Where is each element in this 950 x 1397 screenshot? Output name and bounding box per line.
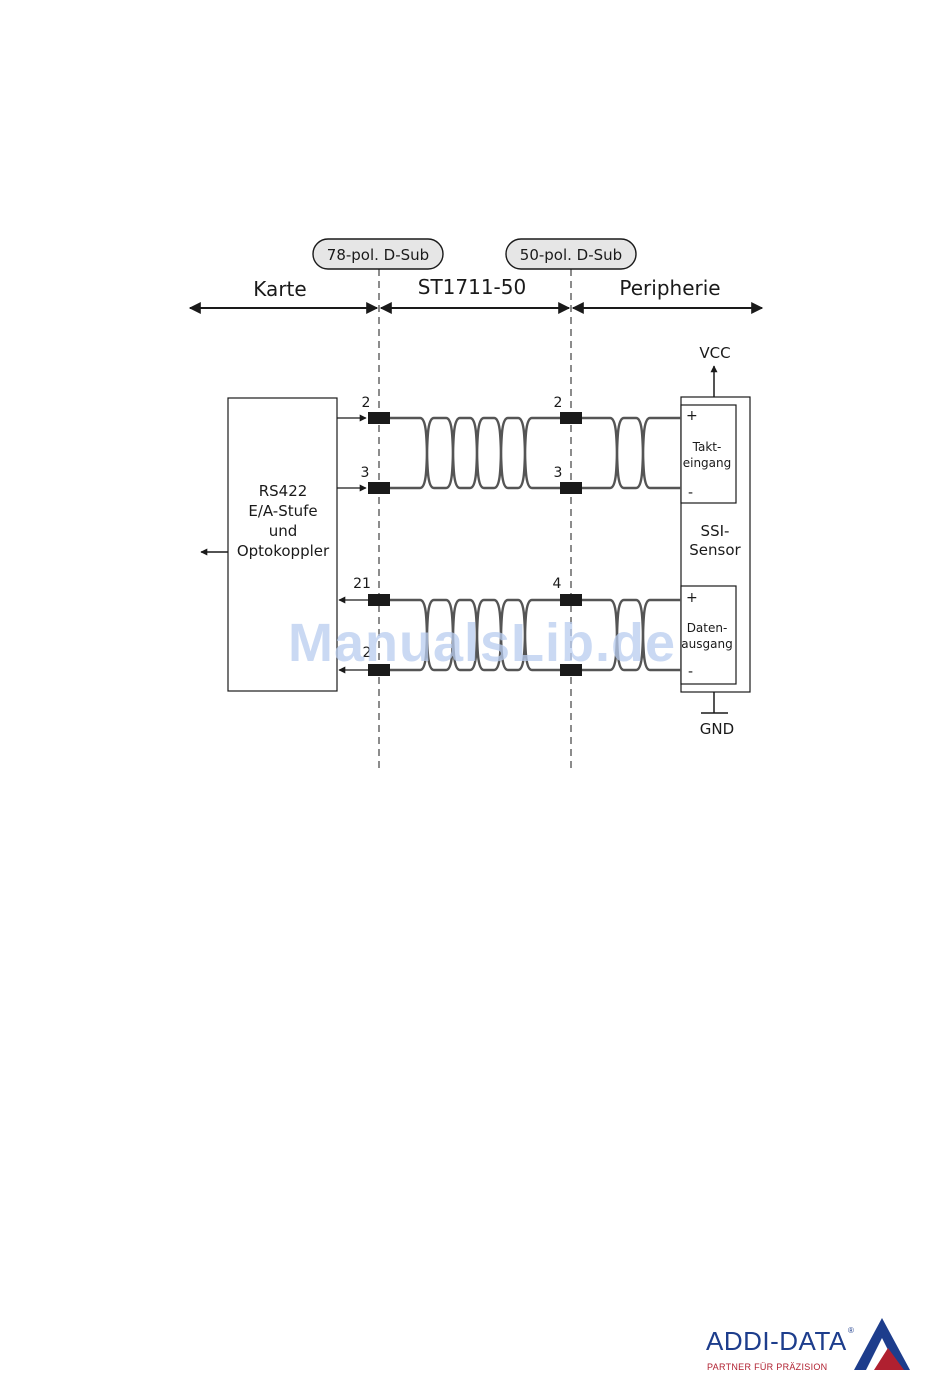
pin-block-right-1 (560, 412, 582, 424)
zone-label-periphery: Peripherie (619, 276, 720, 300)
zone-label-card: Karte (253, 277, 306, 301)
connector-right-label: 50-pol. D-Sub (520, 246, 622, 264)
logo-triangle-icon (852, 1318, 910, 1374)
pin-block-left-2 (368, 482, 390, 494)
sensor-label-line-1: SSI- (701, 522, 730, 540)
addi-data-logo[interactable]: ADDI-DATA ® PARTNER FÜR PRÄZISION (706, 1318, 916, 1378)
data-output-line-2: ausgang (681, 637, 732, 651)
clock-input-minus: - (688, 485, 693, 501)
logo-name: ADDI-DATA (706, 1326, 847, 1357)
gnd-label: GND (700, 720, 734, 738)
pin-block-left-1 (368, 412, 390, 424)
data-output-line-1: Daten- (687, 621, 728, 635)
pin-right-2: 3 (554, 465, 563, 481)
pin-block-right-3 (560, 594, 582, 606)
vcc-label: VCC (699, 344, 730, 362)
card-block-line-3: und (269, 522, 298, 540)
watermark: ManualsLib.de (288, 612, 676, 674)
pin-left-1: 2 (362, 395, 371, 411)
card-block-line-1: RS422 (259, 482, 308, 500)
pin-left-2: 3 (361, 465, 370, 481)
zone-label-cable: ST1711-50 (418, 275, 526, 299)
data-output-plus: + (686, 590, 698, 606)
pin-block-left-3 (368, 594, 390, 606)
clock-input-line-1: Takt- (692, 440, 722, 454)
pin-right-3: 4 (553, 576, 562, 592)
pin-left-3: 21 (353, 576, 371, 592)
clock-input-plus: + (686, 408, 698, 424)
pin-block-right-2 (560, 482, 582, 494)
pin-right-1: 2 (554, 395, 563, 411)
logo-tagline: PARTNER FÜR PRÄZISION (707, 1362, 827, 1372)
card-block-line-4: Optokoppler (237, 542, 330, 560)
sensor-label-line-2: Sensor (689, 541, 741, 559)
clock-input-line-2: eingang (683, 456, 732, 470)
card-block-line-2: E/A-Stufe (248, 502, 317, 520)
connector-left-label: 78-pol. D-Sub (327, 246, 429, 264)
data-output-minus: - (688, 664, 693, 680)
twisted-pair-clock (390, 418, 681, 488)
